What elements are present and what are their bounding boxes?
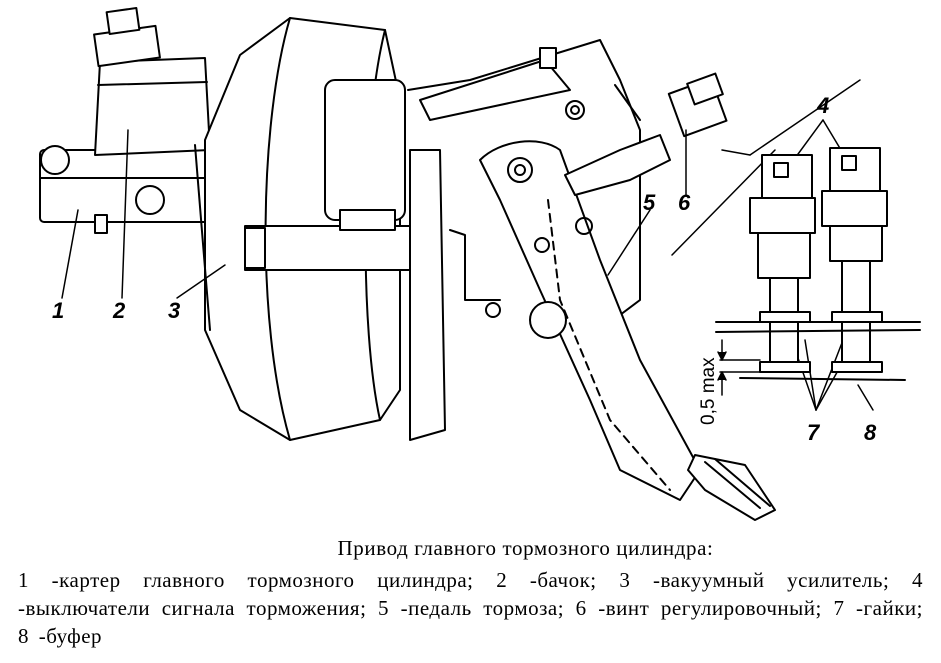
- caption-title: Привод главного тормозного цилиндра:: [337, 536, 714, 560]
- callout-5: 5: [643, 190, 656, 215]
- switch-assembly: [564, 72, 728, 196]
- callout-1: 1: [52, 298, 64, 323]
- dimension-label: 0,5 max: [698, 357, 719, 425]
- dimension-marker: [717, 339, 761, 396]
- brake-drive-diagram: 1 2 3 4 5 6 7 8 0,5 max: [39, 7, 921, 521]
- brake-pedal: [479, 140, 776, 521]
- switch-mount-plate: [715, 321, 921, 381]
- vacuum-booster: [194, 17, 421, 441]
- callout-2: 2: [112, 298, 126, 323]
- pedal-bracket: [407, 39, 641, 441]
- callout-8: 8: [864, 420, 877, 445]
- reservoir: [93, 7, 211, 156]
- caption-text: 1 -картер главного тормозного цилиндра; …: [18, 568, 923, 648]
- master-cylinder-housing: [39, 145, 211, 234]
- switch-detail-right: [821, 147, 888, 373]
- callout-7: 7: [807, 420, 821, 445]
- callout-6: 6: [678, 190, 691, 215]
- switch-detail-left: [749, 154, 816, 373]
- callout-4: 4: [816, 93, 829, 118]
- callout-3: 3: [168, 298, 180, 323]
